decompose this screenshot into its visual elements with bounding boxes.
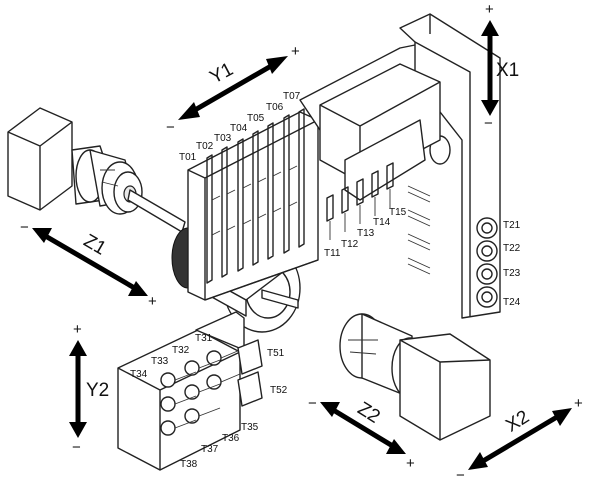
tool-label: T01 xyxy=(179,152,197,163)
axis-plus-z1: + xyxy=(148,293,157,310)
x1-arrow xyxy=(481,20,499,116)
tool-label: T12 xyxy=(341,239,359,250)
tool-label: T13 xyxy=(357,228,375,239)
tool-label: T31 xyxy=(195,333,213,344)
tool-label: T04 xyxy=(230,123,248,134)
axis-plus-x2: + xyxy=(574,395,583,412)
tool-label: T23 xyxy=(503,268,521,279)
tool-label: T02 xyxy=(196,141,214,152)
tool-label: T15 xyxy=(389,207,407,218)
y2-arrow xyxy=(69,340,87,438)
axis-plus-x1: + xyxy=(485,1,494,18)
tool-labels: T01 T02 T03 T04 T05 T06 T07 T11 T12 T13 … xyxy=(130,91,521,470)
upper-column xyxy=(299,13,501,319)
z1-arrow xyxy=(32,228,148,296)
tool-label: T06 xyxy=(266,102,284,113)
tool-label: T52 xyxy=(270,385,288,396)
tool-label: T34 xyxy=(130,369,148,380)
z2-arrow xyxy=(320,402,406,454)
main-spindle xyxy=(7,107,186,233)
tool-label: T21 xyxy=(503,220,521,231)
turret-tools xyxy=(326,162,394,240)
tool-label: T14 xyxy=(373,217,391,228)
tool-label: T35 xyxy=(241,422,259,433)
tool-label: T07 xyxy=(283,91,301,102)
tool-label: T03 xyxy=(214,133,232,144)
tool-label: T36 xyxy=(222,433,240,444)
axis-minus-x1: − xyxy=(484,115,493,132)
lower-tool-block xyxy=(117,311,263,471)
tool-label: T05 xyxy=(247,113,265,124)
right-tool-holders xyxy=(476,217,498,308)
axis-minus-y2: − xyxy=(72,439,81,456)
tool-label: T38 xyxy=(180,459,198,470)
tool-label: T24 xyxy=(503,297,521,308)
axis-plus-y2: + xyxy=(73,321,82,338)
x2-arrow xyxy=(468,408,572,470)
axis-label-y1: Y1 xyxy=(206,59,236,88)
axis-label-y2: Y2 xyxy=(86,380,109,401)
axis-label-x1: X1 xyxy=(496,60,519,81)
axis-minus-z1: − xyxy=(20,219,29,236)
tool-label: T22 xyxy=(503,243,521,254)
y1-arrow xyxy=(178,56,288,120)
sub-spindle xyxy=(339,313,491,441)
axis-minus-x2: − xyxy=(456,467,465,484)
axis-arrows xyxy=(32,20,572,470)
tool-label: T32 xyxy=(172,345,190,356)
axis-minus-z2: − xyxy=(308,395,317,412)
gang-tool-block xyxy=(187,108,319,301)
tool-label: T37 xyxy=(201,444,219,455)
tool-label: T33 xyxy=(151,356,169,367)
axis-label-z1: Z1 xyxy=(80,230,110,259)
side-tool-slots xyxy=(407,185,431,275)
tool-label: T51 xyxy=(267,348,285,359)
tool-label: T11 xyxy=(324,248,341,259)
axis-plus-z2: + xyxy=(406,455,415,472)
axis-plus-y1: + xyxy=(291,43,300,60)
axis-minus-y1: − xyxy=(166,119,175,136)
